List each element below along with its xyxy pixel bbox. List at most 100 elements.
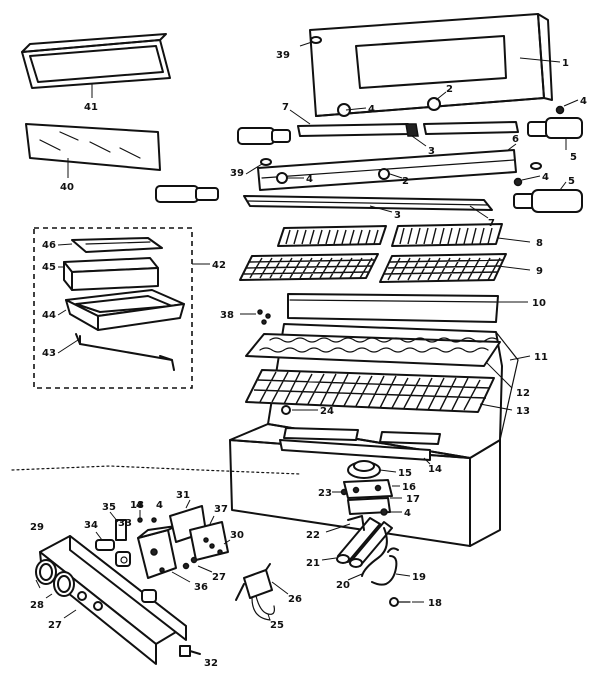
- callout-34: 34: [84, 520, 98, 531]
- part-46-grid-plate: [71, 237, 163, 253]
- part-35-valve-body: [109, 511, 127, 541]
- callout-4: 4: [542, 172, 549, 183]
- part-41-window-frame: [21, 33, 171, 98]
- callout-40: 40: [60, 182, 74, 193]
- part-14-burner-ports: [279, 427, 441, 465]
- callout-36: 36: [194, 582, 208, 593]
- callout-28: 28: [30, 600, 44, 611]
- part-10-front-trim: [287, 293, 528, 323]
- callout-10: 10: [532, 298, 546, 309]
- callout-4: 4: [368, 104, 375, 115]
- callout-3: 3: [428, 146, 435, 157]
- callout-35: 35: [102, 502, 116, 513]
- part-18-screws-upper: [137, 510, 157, 523]
- callout-26: 26: [288, 594, 302, 605]
- callout-8: 8: [536, 238, 543, 249]
- callout-39: 39: [276, 50, 290, 61]
- part-42-accessory-kit-box: [33, 227, 210, 389]
- part-30-screws: [209, 539, 231, 555]
- callout-43: 43: [42, 348, 56, 359]
- callout-11: 11: [534, 352, 548, 363]
- part-40-glass-panel: [25, 123, 161, 178]
- callout-2: 2: [402, 176, 409, 187]
- part-4-knob-lower-right: [513, 162, 542, 187]
- callout-14: 14: [428, 464, 442, 475]
- callout-41: 41: [84, 102, 98, 113]
- part-32-end-bolt: [179, 645, 201, 657]
- callout-33: 33: [118, 518, 132, 529]
- callout-37: 37: [214, 504, 228, 515]
- callout-19: 19: [412, 572, 426, 583]
- callout-30: 30: [230, 530, 244, 541]
- callout-44: 44: [42, 310, 56, 321]
- part-5-handle-lower-right: [513, 181, 583, 213]
- callout-18: 18: [130, 500, 144, 511]
- callout-leaders-left: [57, 163, 263, 354]
- callout-9: 9: [536, 266, 543, 277]
- callout-46: 46: [42, 240, 56, 251]
- part-23-screw: [332, 488, 348, 496]
- callout-4: 4: [156, 500, 163, 511]
- part-24-bolt: [281, 405, 318, 415]
- part-33-valve: [115, 551, 131, 567]
- part-27-screw-right: [182, 556, 213, 573]
- part-9-grate-pair: [239, 253, 531, 283]
- callout-7: 7: [488, 218, 495, 229]
- callout-16: 16: [402, 482, 416, 493]
- callout-labels: 1 2 2 3 3 4 4 4 4 4 4 4 5 5 6 7 7 8 9 10…: [30, 50, 587, 669]
- callout-7: 7: [282, 102, 289, 113]
- part-39-clip-upper: [299, 36, 322, 47]
- callout-4: 4: [404, 508, 411, 519]
- callout-27: 27: [212, 572, 226, 583]
- callout-1: 1: [562, 58, 569, 69]
- callout-27: 27: [48, 620, 62, 631]
- callout-4: 4: [306, 174, 313, 185]
- part-4-knob-upper-right: [555, 99, 579, 115]
- part-20-igniter-wire: [347, 527, 388, 581]
- part-6-lower-channel: [257, 143, 517, 191]
- callout-45: 45: [42, 262, 56, 273]
- part-39-clip-lower: [260, 158, 272, 166]
- part-8-grate-pair: [277, 223, 531, 247]
- part-5-handle-lower-left: [155, 185, 219, 203]
- part-28-control-knobs: [35, 559, 75, 599]
- callout-2: 2: [446, 84, 453, 95]
- callout-17: 17: [406, 494, 420, 505]
- callout-4: 4: [136, 500, 143, 511]
- part-5-handle-upper-left: [237, 127, 291, 145]
- callout-12: 12: [516, 388, 530, 399]
- callout-15: 15: [398, 468, 412, 479]
- callout-32: 32: [204, 658, 218, 669]
- callout-18: 18: [428, 598, 442, 609]
- callout-23: 23: [318, 488, 332, 499]
- part-19-retaining-clip: [371, 547, 411, 586]
- part-25-igniter-wires: [251, 595, 275, 621]
- part-44-drip-pan: [65, 289, 185, 331]
- part-valve-fitting: [141, 589, 157, 603]
- part-21-burner-tubes: [321, 517, 393, 568]
- part-36-igniter-box: [137, 525, 191, 583]
- callout-3: 3: [394, 210, 401, 221]
- part-18-screw-lower: [389, 597, 424, 607]
- part-26-igniter-module: [235, 563, 289, 601]
- part-43-pan-bracket: [75, 333, 175, 371]
- callout-5: 5: [568, 176, 575, 187]
- part-1-hood-lid: [309, 13, 561, 117]
- part-27-panel-screws: [63, 591, 103, 619]
- callout-42: 42: [212, 260, 226, 271]
- callout-29: 29: [30, 522, 44, 533]
- part-38-screws: [240, 309, 271, 325]
- part-16-valve-plate: [343, 479, 400, 499]
- part-13-lower-grate: [245, 369, 513, 413]
- part-12-rock-grate: [245, 333, 513, 389]
- part-7-upper-rail: [289, 109, 519, 147]
- callout-20: 20: [336, 580, 350, 591]
- callout-31: 31: [176, 490, 190, 501]
- part-22-bracket: [325, 515, 365, 533]
- part-45-tray-block: [63, 257, 159, 291]
- callout-25: 25: [270, 620, 284, 631]
- part-5-handle-upper-right: [527, 117, 583, 150]
- callout-21: 21: [306, 558, 320, 569]
- callout-22: 22: [306, 530, 320, 541]
